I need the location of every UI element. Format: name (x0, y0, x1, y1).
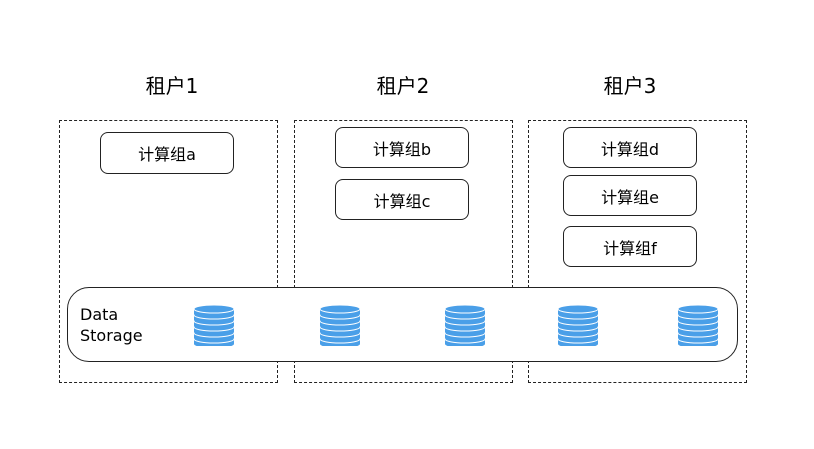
database-icon (557, 304, 599, 346)
database-icon (193, 304, 235, 346)
compute-group-a: 计算组a (100, 132, 234, 174)
tenant-3-box (528, 120, 747, 383)
compute-group-d: 计算组d (563, 127, 697, 168)
tenant-1-title: 租户1 (145, 74, 199, 98)
compute-group-b: 计算组b (335, 127, 469, 168)
tenant-1-box (59, 120, 278, 383)
data-storage-box: Data Storage (67, 287, 738, 362)
compute-group-c: 计算组c (335, 179, 469, 220)
tenant-3-title: 租户3 (603, 74, 657, 98)
data-storage-label: Data Storage (80, 305, 143, 345)
database-icon (444, 304, 486, 346)
tenant-2-box (294, 120, 513, 383)
database-icon (677, 304, 719, 346)
database-icon (319, 304, 361, 346)
compute-group-e: 计算组e (563, 175, 697, 216)
tenant-2-title: 租户2 (376, 74, 430, 98)
compute-group-f: 计算组f (563, 226, 697, 267)
